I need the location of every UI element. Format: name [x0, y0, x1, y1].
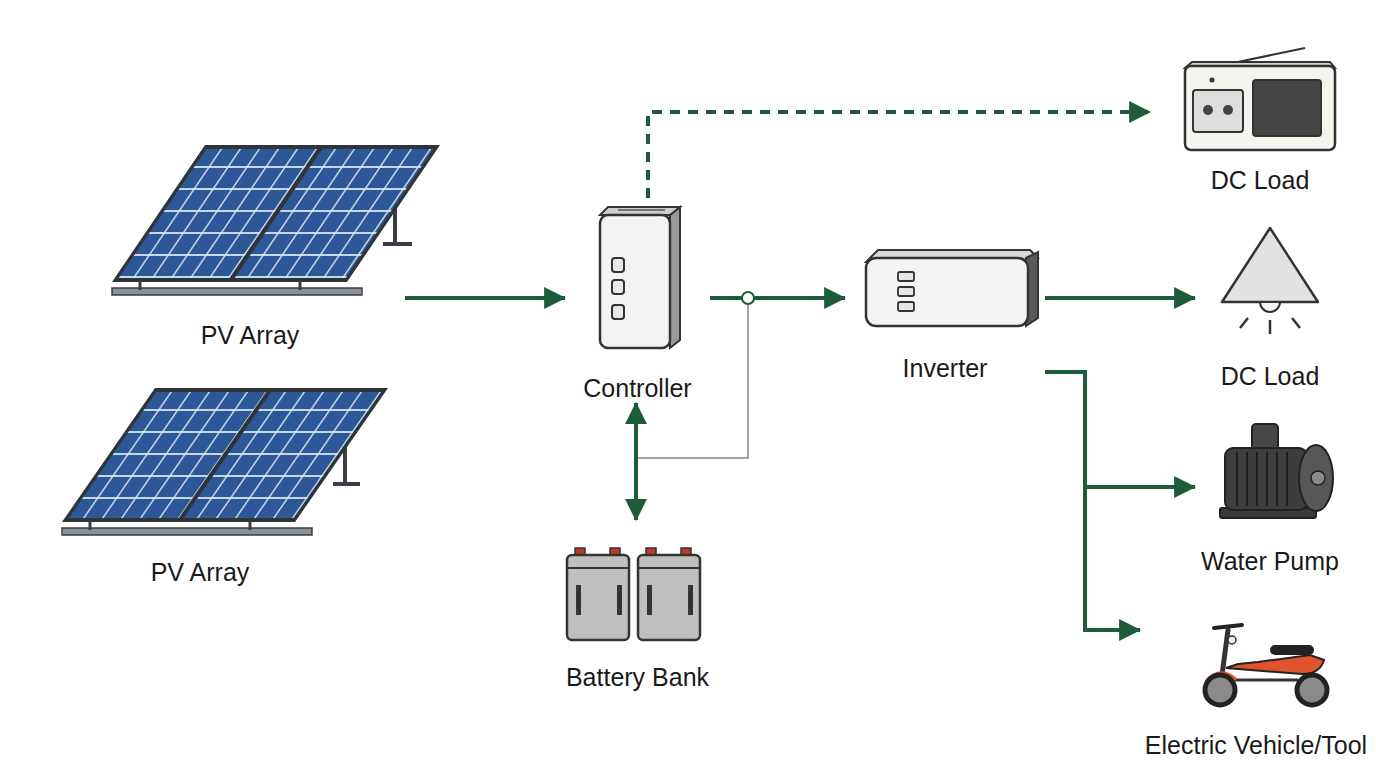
pv-panel — [62, 388, 388, 535]
pv-panel — [112, 145, 440, 295]
scooter-icon — [1205, 625, 1327, 705]
battery-icon — [567, 548, 700, 640]
pump-icon — [1220, 424, 1333, 518]
component-label: PV Array — [151, 558, 250, 587]
flow-arrow — [710, 296, 845, 300]
controller-icon — [600, 207, 680, 348]
component-node: Controller — [565, 198, 710, 403]
flow-arrow — [1045, 296, 1195, 300]
flow-arrow — [1045, 372, 1140, 630]
component-label: DC Load — [1221, 362, 1320, 391]
flow-arrow — [405, 296, 565, 300]
flow-arrow — [634, 403, 638, 520]
component-node: Battery Bank — [555, 520, 720, 692]
component-node: Inverter — [845, 245, 1045, 383]
radio-icon — [1185, 48, 1335, 150]
junction-dot — [742, 292, 754, 304]
component-label: Battery Bank — [566, 663, 709, 692]
flow-arrow — [1045, 372, 1195, 487]
component-node: DC Load — [1195, 222, 1345, 391]
component-node: Water Pump — [1195, 420, 1345, 576]
component-label: PV Array — [201, 321, 300, 350]
component-label: Inverter — [903, 354, 988, 383]
inverter-icon — [866, 250, 1038, 326]
lamp-icon — [1222, 228, 1318, 334]
component-label: Controller — [583, 374, 691, 403]
component-node: PV Array — [55, 380, 345, 587]
component-label: Electric Vehicle/Tool — [1145, 731, 1367, 760]
component-node: DC Load — [1150, 42, 1370, 195]
component-node: Electric Vehicle/Tool — [1140, 605, 1372, 760]
component-label: Water Pump — [1201, 547, 1339, 576]
component-label: DC Load — [1211, 166, 1310, 195]
component-node: PV Array — [95, 140, 405, 350]
flow-arrow — [648, 112, 1150, 198]
